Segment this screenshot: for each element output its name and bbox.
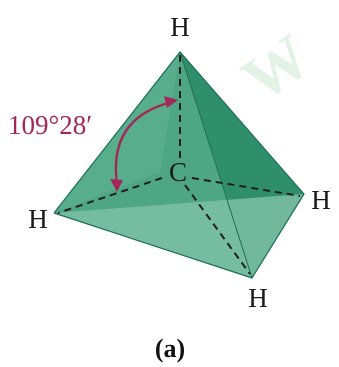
arrowhead-bottom-icon <box>110 179 123 192</box>
bond-bottom <box>184 184 251 275</box>
bond-left <box>57 177 163 214</box>
figure-caption: (a) <box>155 334 185 363</box>
atom-bottom-label: H <box>248 283 268 313</box>
face-bottom <box>54 194 304 278</box>
bonds <box>57 55 301 275</box>
bond-right <box>191 177 301 197</box>
atom-left-label: H <box>28 204 48 234</box>
tetrahedron-edges <box>53 51 305 279</box>
arrowhead-top-icon <box>164 96 178 108</box>
atom-right-label: H <box>311 185 331 215</box>
bond-angle-arc <box>110 96 178 192</box>
tetrahedron-faces <box>53 51 305 279</box>
watermark-text: W <box>230 20 323 115</box>
edge-top-bottom <box>179 51 253 279</box>
atom-center-label: C <box>169 157 187 187</box>
atom-top-label: H <box>170 12 190 42</box>
angle-arc-icon <box>114 100 173 185</box>
bond-angle-label: 109°28′ <box>8 110 92 140</box>
